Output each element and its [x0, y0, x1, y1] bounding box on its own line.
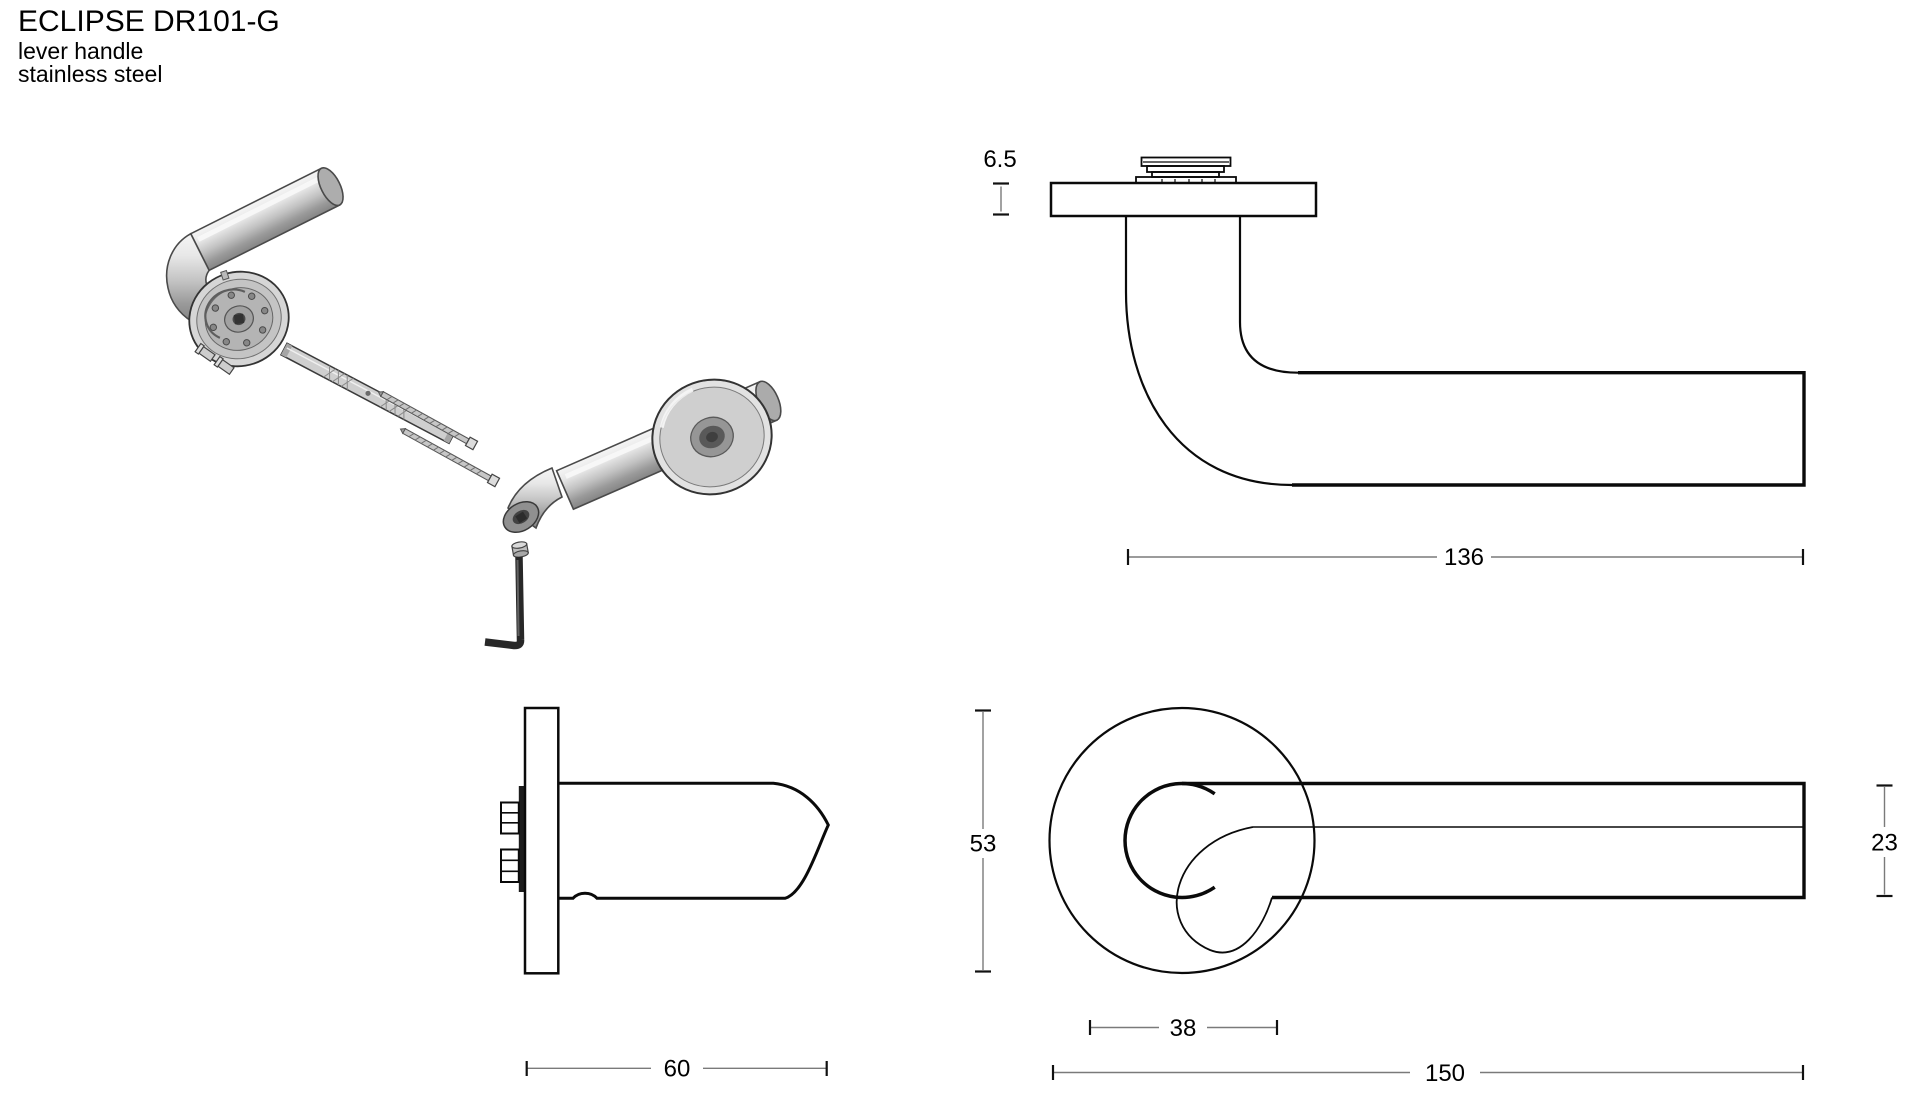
side-view-rose	[1049, 181, 1318, 218]
profile-view: 60	[500, 706, 830, 1083]
side-view: 6.5 136	[983, 146, 1806, 571]
profile-set-screw-2	[500, 848, 520, 883]
side-view-grip-outline	[1292, 371, 1806, 487]
side-view-neck-left	[1124, 216, 1293, 487]
screw-1-threads	[386, 396, 460, 438]
dim-lever-length-group: 136	[1126, 544, 1805, 571]
exploded-screw-1	[377, 390, 479, 451]
spindle-knurl-1	[323, 365, 354, 390]
exploded-view	[165, 167, 782, 650]
handle-a-grip	[189, 167, 341, 272]
dim-grip-diameter-group: 23	[1871, 784, 1898, 898]
exploded-handle-b	[502, 378, 782, 533]
screw-1-head	[464, 436, 479, 451]
subtitle-material: stainless steel	[18, 61, 162, 87]
handle-a-rose	[188, 269, 290, 368]
exploded-screw-2	[399, 427, 501, 488]
rose-a-bolt-circle	[209, 291, 269, 347]
handle-a-highlight	[197, 174, 325, 242]
front-view: 53 38 150 23	[970, 706, 1898, 1087]
title-block: ECLIPSE DR101-G lever handle stainless s…	[18, 5, 280, 87]
screw-2-threads	[408, 433, 482, 475]
dim-projection: 60	[664, 1056, 691, 1083]
dim-grip-diameter: 23	[1871, 830, 1898, 857]
exploded-allen-key	[484, 556, 525, 650]
dim-total-length-group: 150	[1051, 1060, 1805, 1087]
exploded-handle-a	[165, 167, 344, 376]
front-grip-outline	[1182, 781, 1806, 900]
dim-lever-length: 136	[1444, 544, 1484, 571]
dim-fixing-diameter: 38	[1170, 1015, 1197, 1042]
handle-b-spindle-hole	[515, 511, 528, 524]
dim-total-length: 150	[1425, 1060, 1465, 1087]
exploded-nut	[511, 541, 529, 558]
rose-a-spring	[204, 288, 246, 339]
rose-a-screw-2	[213, 355, 235, 376]
front-bend-inner-arc	[1175, 826, 1273, 954]
exploded-spindle	[279, 342, 457, 445]
dim-rose-thickness: 6.5	[983, 146, 1016, 173]
rose-a-screw-1	[194, 342, 216, 363]
page-title: ECLIPSE DR101-G	[18, 5, 280, 38]
dim-rose-thickness-group: 6.5	[983, 146, 1017, 216]
side-view-neck-right	[1238, 216, 1299, 374]
screw-2-tip	[399, 428, 407, 435]
front-neck-ring	[1123, 781, 1216, 900]
handle-b-rose	[651, 378, 773, 496]
profile-subrose-strip	[518, 786, 525, 892]
dim-rose-diameter-group: 53	[970, 709, 997, 973]
screw-1-tip	[377, 391, 385, 398]
screw-2-head	[486, 473, 501, 488]
dim-rose-diameter: 53	[970, 831, 997, 858]
dim-fixing-diameter-group: 38	[1088, 1015, 1279, 1042]
profile-rose	[523, 706, 560, 975]
profile-set-screw-1	[500, 801, 520, 835]
rose-a-spindle-hole	[233, 313, 245, 325]
handle-a-end-cap	[317, 167, 344, 207]
spindle-hole	[365, 390, 371, 396]
rose-a-catch	[220, 269, 230, 281]
front-rose-circle	[1048, 706, 1316, 975]
profile-lever-outline	[558, 781, 830, 900]
rose-b-highlight	[659, 387, 694, 429]
subtitle-product-type: lever handle	[18, 38, 143, 64]
side-view-spindle-cap	[1135, 156, 1237, 184]
dim-projection-group: 60	[525, 1056, 828, 1083]
